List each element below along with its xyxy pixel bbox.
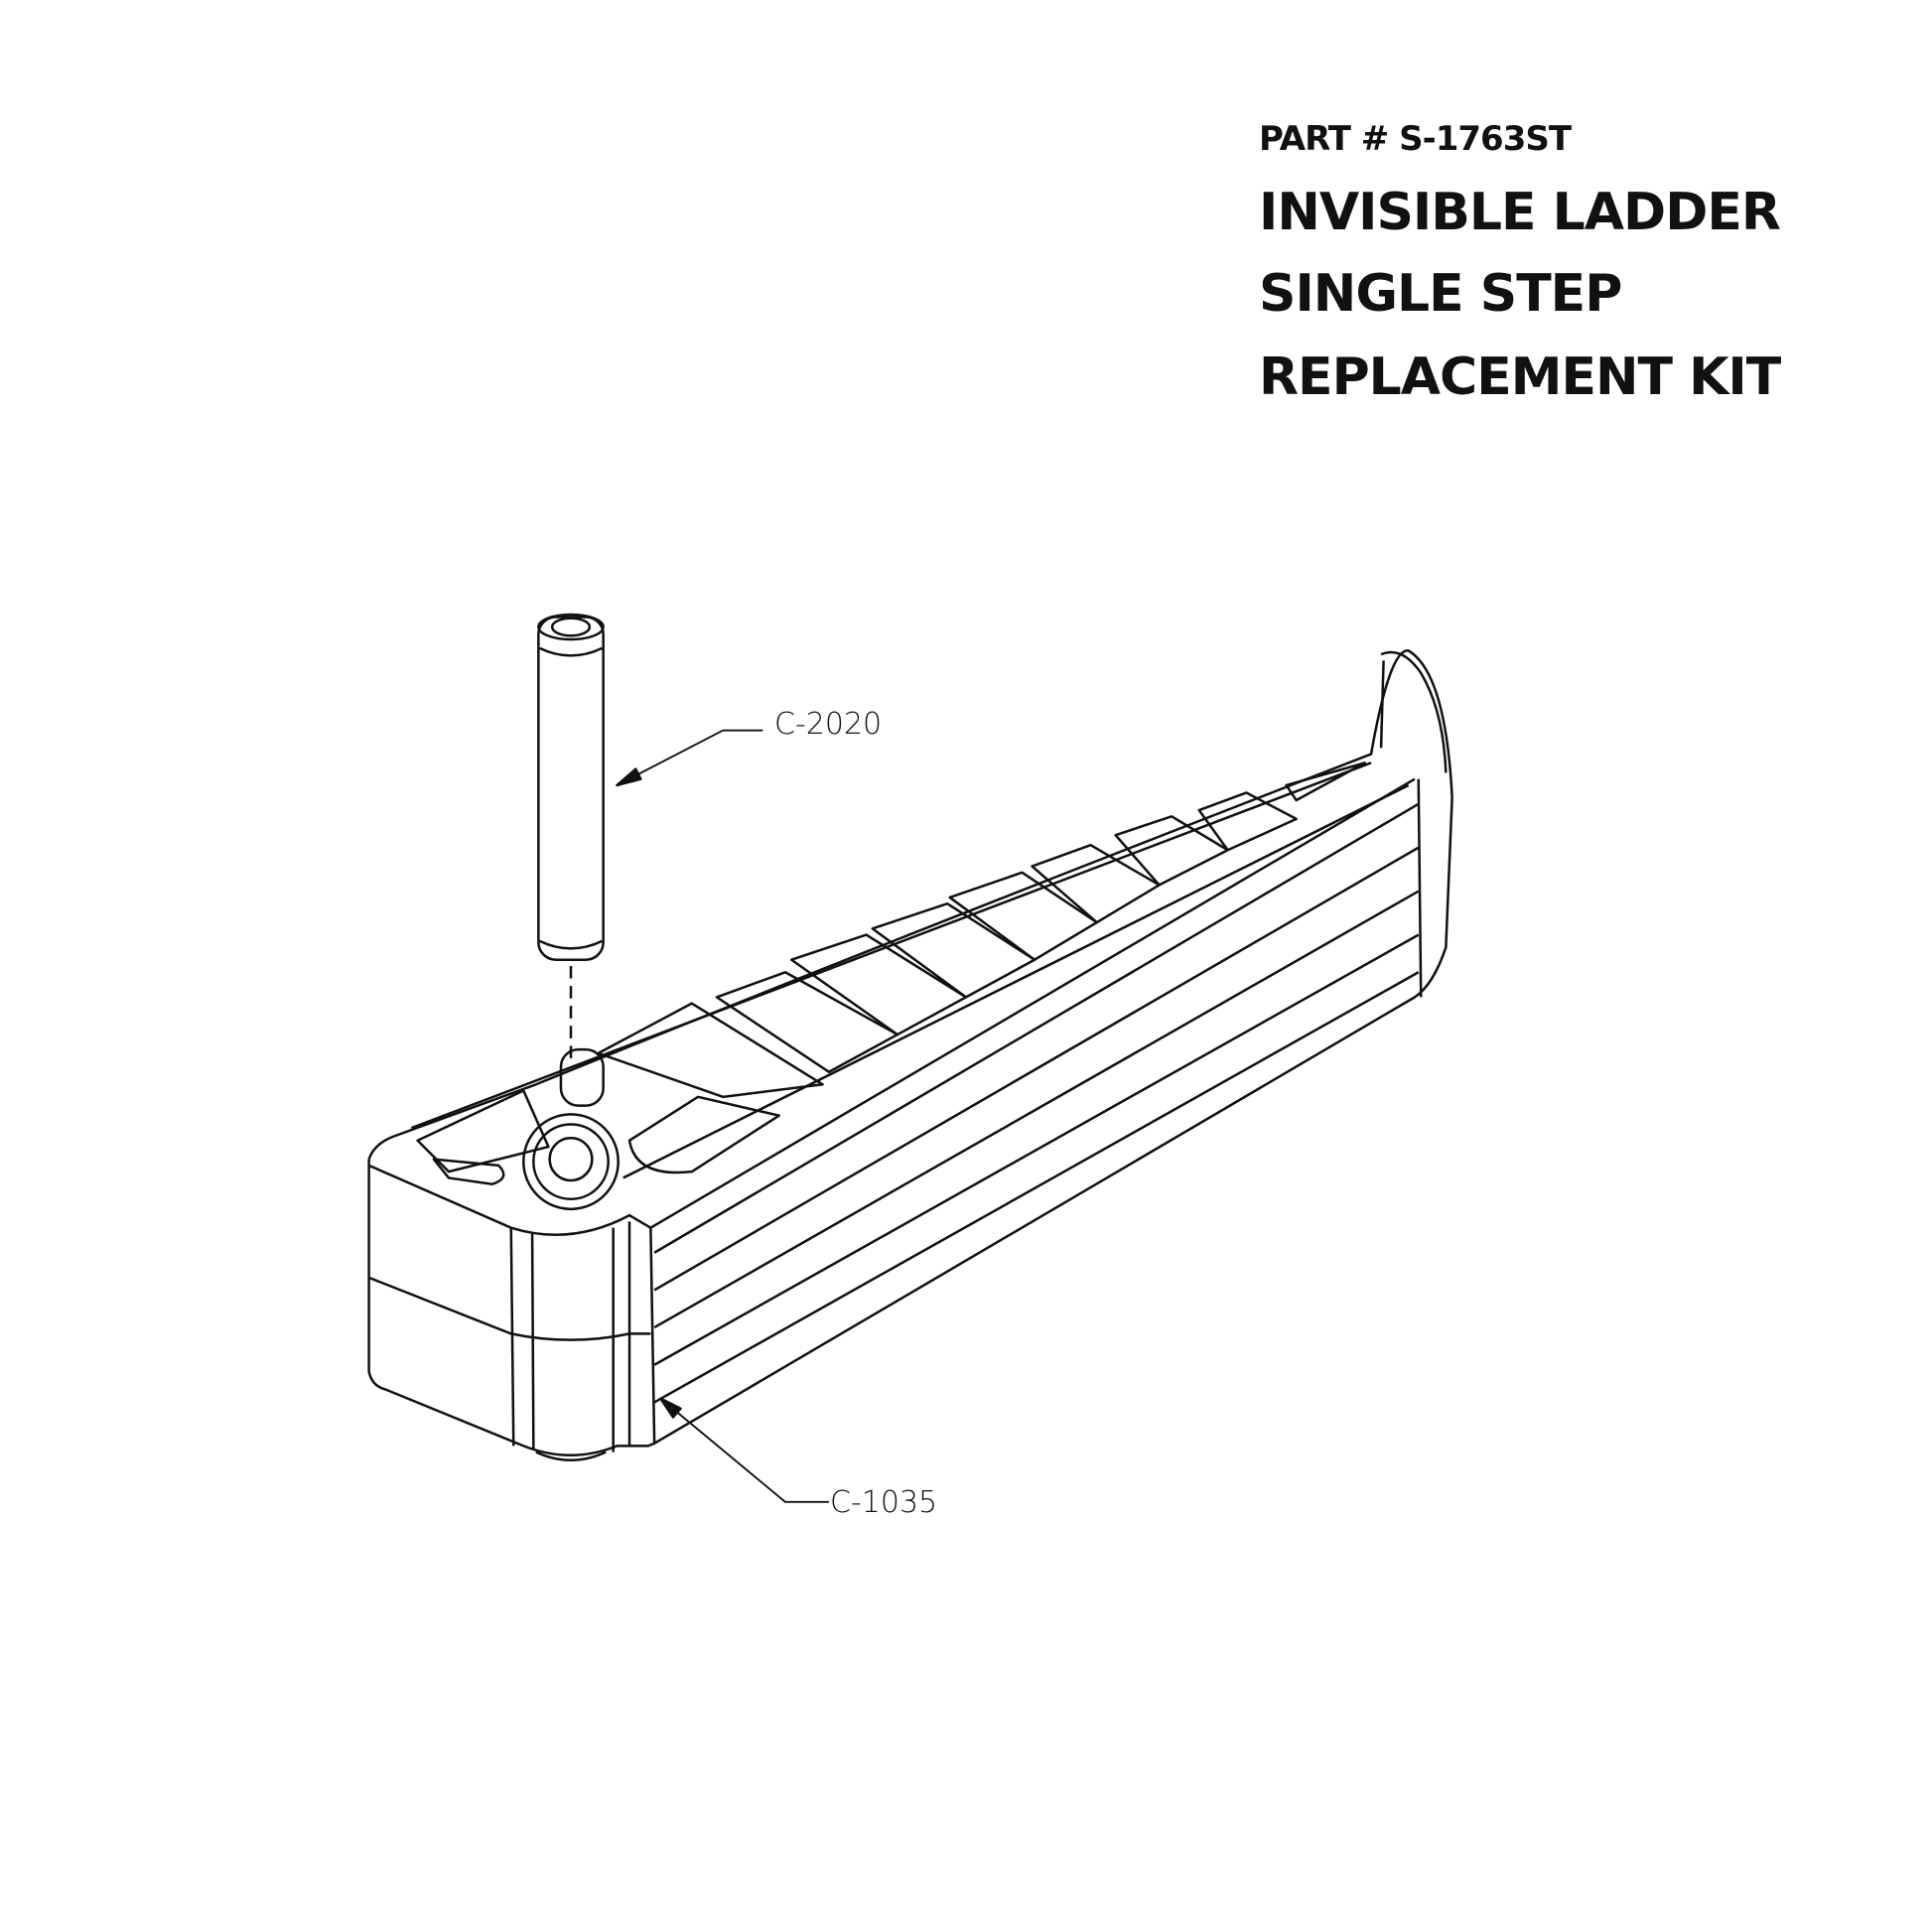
callout-label-c1035: C-1035 bbox=[830, 1485, 938, 1520]
step-body bbox=[367, 649, 1453, 1461]
title-line-3: REPLACEMENT KIT bbox=[1259, 347, 1781, 407]
callout-label-c2020: C-2020 bbox=[774, 707, 883, 742]
roll-pin bbox=[537, 613, 605, 1060]
title-line-2: SINGLE STEP bbox=[1259, 264, 1622, 324]
callout-leader-c2020 bbox=[616, 729, 763, 787]
part-number: PART # S-1763ST bbox=[1259, 119, 1572, 159]
title-line-1: INVISIBLE LADDER bbox=[1259, 183, 1781, 242]
callout-leader-c1035 bbox=[659, 1397, 829, 1503]
